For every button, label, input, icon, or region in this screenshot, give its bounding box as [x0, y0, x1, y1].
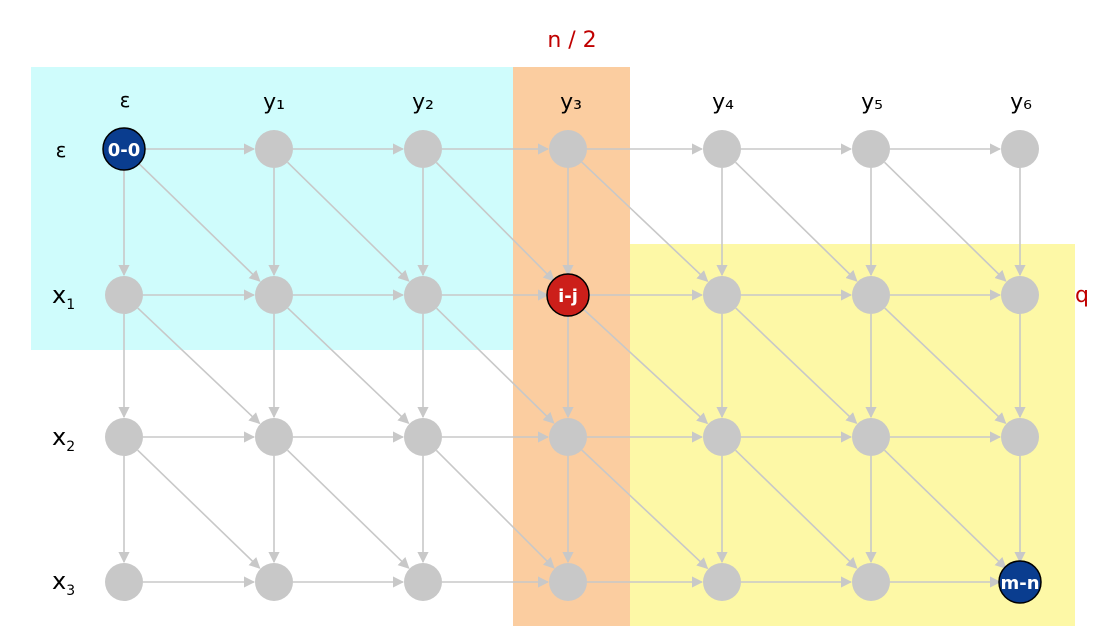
row-labels: ε x1 x2 x3: [52, 138, 75, 599]
edges-layer: [118, 143, 1026, 588]
grid-node: [404, 276, 442, 314]
edge-diagonal: [735, 449, 858, 569]
node-circle: [404, 276, 442, 314]
edge-diagonal: [287, 161, 410, 282]
grid-node: [255, 276, 293, 314]
edge-diagonal: [581, 449, 709, 570]
column-label-y2: y₂: [412, 90, 434, 115]
node-circle: [1001, 130, 1039, 168]
grid-node: [255, 563, 293, 601]
middle-column-label: n / 2: [547, 28, 596, 53]
grid-node: [852, 130, 890, 168]
grid-node: [404, 418, 442, 456]
column-label-y6: y₆: [1010, 90, 1032, 115]
grid-node: [852, 563, 890, 601]
grid-node: [852, 276, 890, 314]
grid-node: [255, 130, 293, 168]
node-circle: [105, 563, 143, 601]
edge-diagonal: [884, 449, 1007, 569]
node-circle: [703, 563, 741, 601]
edge-diagonal: [581, 161, 709, 282]
node-circle: [1001, 418, 1039, 456]
edge-diagonal: [137, 161, 261, 282]
grid-node: [703, 130, 741, 168]
node-circle: [404, 418, 442, 456]
grid-node: [404, 130, 442, 168]
grid-node: [255, 418, 293, 456]
node-circle: [404, 563, 442, 601]
highlighted-node-circle: [546, 273, 590, 317]
q-label: q: [1075, 283, 1089, 308]
node-0-0: 0-0: [102, 127, 146, 171]
node-circle: [549, 563, 587, 601]
column-label-epsilon: ε: [120, 88, 131, 112]
row-label-x2: x2: [52, 423, 75, 455]
row-label-x3: x3: [52, 567, 75, 599]
grid-node: [105, 276, 143, 314]
nodes-layer: 0-0 i-j m-n: [102, 127, 1042, 604]
node-circle: [255, 563, 293, 601]
edge-diagonal: [581, 307, 709, 425]
node-circle: [852, 418, 890, 456]
grid-node: [105, 563, 143, 601]
grid-node: [852, 418, 890, 456]
highlighted-node-circle: [998, 560, 1042, 604]
node-circle: [255, 276, 293, 314]
grid-node: [1001, 276, 1039, 314]
edge-diagonal: [735, 307, 858, 424]
node-circle: [404, 130, 442, 168]
row-label-epsilon: ε: [56, 138, 67, 162]
edge-diagonal: [884, 307, 1007, 424]
node-circle: [255, 418, 293, 456]
node-circle: [549, 130, 587, 168]
grid-node: [404, 563, 442, 601]
edge-diagonal: [435, 449, 555, 569]
grid-node: [703, 418, 741, 456]
node-label: m-n: [1000, 573, 1039, 594]
column-labels: ε y₁ y₂ y₃ y₄ y₅ y₆: [120, 88, 1033, 115]
node-circle: [105, 418, 143, 456]
edge-diagonal: [287, 307, 410, 424]
node-circle: [255, 130, 293, 168]
grid-node: [1001, 418, 1039, 456]
grid-node: [549, 130, 587, 168]
node-circle: [852, 130, 890, 168]
node-m-n: m-n: [998, 560, 1042, 604]
column-label-y3: y₃: [560, 90, 582, 115]
edge-diagonal: [435, 161, 555, 282]
edge-diagonal: [884, 161, 1007, 282]
edge-diagonal: [735, 161, 858, 282]
edge-diagonal: [436, 307, 555, 424]
grid-node: [549, 418, 587, 456]
node-circle: [852, 563, 890, 601]
node-circle: [703, 130, 741, 168]
grid-node: [1001, 130, 1039, 168]
grid-node: [703, 563, 741, 601]
row-label-x1: x1: [52, 281, 75, 313]
column-label-y1: y₁: [263, 90, 285, 115]
node-circle: [549, 418, 587, 456]
node-circle: [852, 276, 890, 314]
grid-node: [703, 276, 741, 314]
column-label-y4: y₄: [712, 90, 734, 115]
node-i-j: i-j: [546, 273, 590, 317]
node-circle: [1001, 276, 1039, 314]
node-label: i-j: [558, 286, 578, 307]
node-circle: [703, 418, 741, 456]
node-circle: [105, 276, 143, 314]
edge-diagonal: [137, 307, 261, 425]
node-circle: [703, 276, 741, 314]
node-label: 0-0: [108, 140, 141, 161]
grid-node: [549, 563, 587, 601]
edge-diagonal: [137, 449, 261, 569]
edge-diagonal: [287, 449, 410, 569]
grid-node: [105, 418, 143, 456]
highlighted-node-circle: [102, 127, 146, 171]
column-label-y5: y₅: [861, 90, 883, 115]
